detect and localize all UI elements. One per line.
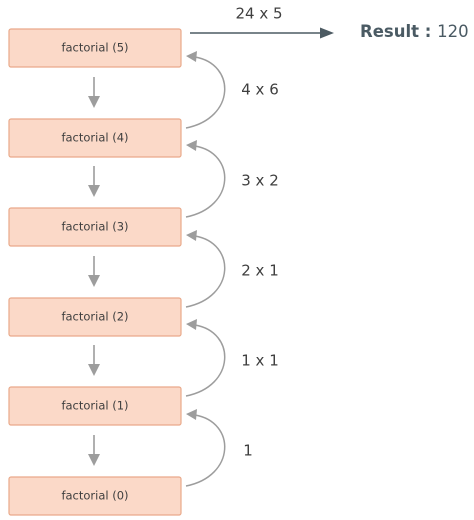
factorial-box-label: factorial (5) [61, 41, 128, 55]
factorial-box-label: factorial (1) [61, 399, 128, 413]
result-label: Result [360, 22, 419, 41]
return-label-1x1: 1 x 1 [241, 352, 279, 370]
return-label-1: 1 [243, 442, 253, 460]
return-label-3x2: 3 x 2 [241, 172, 279, 190]
call-arrow-3-to-2 [88, 256, 100, 287]
call-arrow-1-to-0 [88, 435, 100, 466]
return-arrow-3-to-4 [185, 140, 226, 218]
result-text: Result : 120 [360, 22, 469, 41]
top-multiplication-label: 24 x 5 [235, 5, 282, 23]
factorial-box-1: factorial (1) [8, 386, 182, 426]
result-arrow [190, 27, 334, 39]
return-label-4x6: 4 x 6 [241, 81, 279, 99]
call-arrow-5-to-4 [88, 77, 100, 108]
return-arrow-0-to-1 [185, 409, 226, 487]
factorial-box-label: factorial (4) [61, 131, 128, 145]
result-separator: : [419, 22, 437, 41]
call-arrow-2-to-1 [88, 345, 100, 376]
return-label-2x1: 2 x 1 [241, 262, 279, 280]
factorial-box-label: factorial (3) [61, 220, 128, 234]
factorial-box-0: factorial (0) [8, 476, 182, 516]
factorial-box-3: factorial (3) [8, 207, 182, 247]
factorial-box-4: factorial (4) [8, 118, 182, 158]
return-arrow-4-to-5 [185, 51, 226, 129]
result-value: 120 [437, 22, 469, 41]
factorial-box-2: factorial (2) [8, 297, 182, 337]
factorial-box-label: factorial (0) [61, 489, 128, 503]
factorial-box-label: factorial (2) [61, 310, 128, 324]
factorial-box-5: factorial (5) [8, 28, 182, 68]
return-arrow-2-to-3 [185, 230, 226, 308]
call-arrow-4-to-3 [88, 166, 100, 197]
return-arrow-1-to-2 [185, 319, 226, 397]
